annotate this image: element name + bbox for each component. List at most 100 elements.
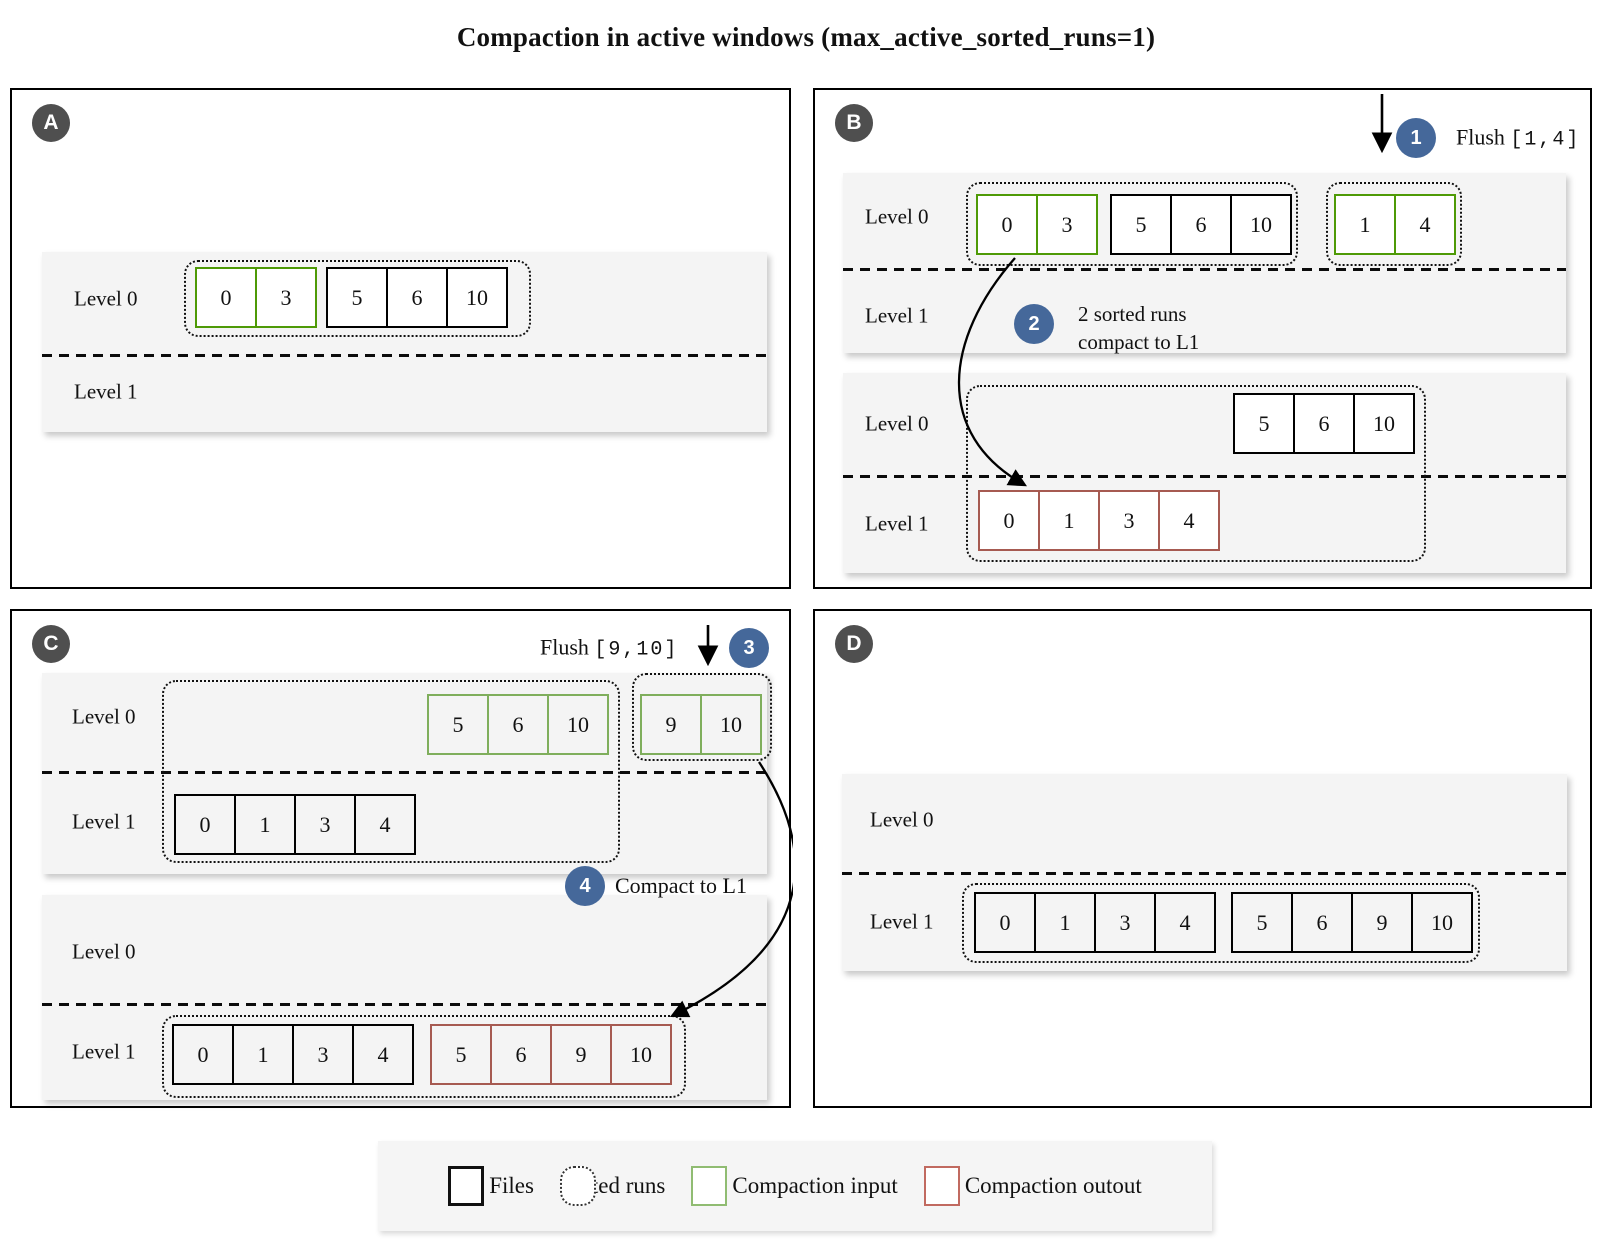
compaction-input-swatch-icon — [691, 1166, 728, 1206]
file-cell: 5 — [1258, 410, 1270, 436]
file-run-compaction-input: 0 3 — [976, 194, 1098, 255]
level0-label: Level 0 — [865, 204, 929, 229]
sorted-run-outline — [632, 673, 772, 761]
flush-label: Flush — [1456, 124, 1505, 150]
sorted-run-outline — [162, 1015, 686, 1098]
file-cell: 6 — [1291, 894, 1351, 951]
file-cell: 6 — [386, 269, 446, 326]
level0-label: Level 0 — [72, 704, 136, 729]
flush-annotation: Flush [9,10] — [540, 635, 678, 662]
file-cell: 5 — [1256, 909, 1268, 935]
file-cell: 10 — [547, 696, 607, 753]
file-cell: 3 — [1094, 894, 1154, 951]
file-cell: 6 — [490, 1026, 550, 1083]
file-cell: 5 — [351, 284, 363, 310]
step-4-circle: 4 — [565, 866, 605, 906]
file-cell: 5 — [452, 711, 464, 737]
level-divider — [842, 872, 1567, 875]
file-cell: 0 — [199, 811, 211, 837]
panel-a-badge: A — [32, 104, 70, 142]
file-cell: 0 — [197, 1041, 209, 1067]
file-cell: 0 — [999, 909, 1011, 935]
file-cell: 9 — [1351, 894, 1411, 951]
compact-annotation-line1: 2 sorted runs — [1078, 302, 1187, 326]
step-1-circle: 1 — [1396, 118, 1436, 158]
file-cell: 9 — [550, 1026, 610, 1083]
file-cell: 1 — [234, 796, 294, 853]
file-run-compaction-input: 5 6 10 — [427, 694, 609, 755]
flush-annotation: Flush [1,4] — [1456, 125, 1580, 152]
legend-item-compaction-output: Compaction outout — [923, 1166, 1142, 1206]
level0-label: Level 0 — [74, 286, 138, 311]
level1-label: Level 1 — [870, 909, 934, 934]
level1-label: Level 1 — [865, 511, 929, 536]
level1-label: Level 1 — [72, 809, 136, 834]
sorted-run-outline — [962, 883, 1480, 963]
file-cell: 4 — [352, 1026, 412, 1083]
file-cell: 4 — [1154, 894, 1214, 951]
file-cell: 4 — [1394, 196, 1454, 253]
file-cell: 6 — [487, 696, 547, 753]
file-run: 0 1 3 4 — [974, 892, 1216, 953]
level-divider — [42, 771, 767, 774]
file-cell: 4 — [354, 796, 414, 853]
sorted-run-outline — [966, 182, 1298, 266]
file-cell: 0 — [1003, 507, 1015, 533]
panel-b-badge: B — [835, 104, 873, 142]
level1-label: Level 1 — [72, 1039, 136, 1064]
file-cell: 1 — [1359, 211, 1371, 237]
flush-label: Flush — [540, 634, 589, 660]
file-cell: 3 — [292, 1026, 352, 1083]
file-cell: 1 — [1034, 894, 1094, 951]
compaction-output-swatch-icon — [923, 1166, 960, 1206]
file-cell: 10 — [446, 269, 506, 326]
files-swatch-icon — [448, 1166, 485, 1206]
compact-annotation-line2: compact to L1 — [1078, 330, 1200, 354]
level0-label: Level 0 — [865, 411, 929, 436]
sorted-run-outline — [1326, 182, 1462, 266]
file-run: 5 6 10 — [326, 267, 508, 328]
flush-range: [9,10] — [594, 638, 679, 662]
sorted-run-outline — [184, 260, 531, 337]
file-cell: 3 — [294, 796, 354, 853]
page-title: Compaction in active windows (max_active… — [456, 22, 1156, 52]
file-run: 5 6 9 10 — [1231, 892, 1473, 953]
legend-item-sorted-runs: Sorted runs — [559, 1166, 665, 1206]
legend-label: Compaction input — [732, 1173, 898, 1198]
file-cell: 4 — [1158, 492, 1218, 549]
panel-c: C Flush [9,10] 3 Level 0 Level 1 5 6 10 … — [10, 609, 793, 1108]
compact-annotation: 2 sorted runs compact to L1 — [1078, 300, 1199, 356]
level-divider — [843, 268, 1566, 271]
step-3-circle: 3 — [729, 628, 769, 668]
file-cell: 1 — [1038, 492, 1098, 549]
file-run-compaction-output: 0 1 3 4 — [978, 490, 1220, 551]
flush-range: [1,4] — [1510, 128, 1581, 152]
file-cell: 9 — [665, 711, 677, 737]
file-run: 5 6 10 — [1233, 393, 1415, 454]
panel-a: A Level 0 Level 1 0 3 5 6 10 — [10, 88, 791, 589]
panel-b: B 1 Flush [1,4] Level 0 Level 1 0 3 5 6 … — [813, 88, 1592, 589]
file-cell: 10 — [1411, 894, 1471, 951]
file-run-flushed: 9 10 — [640, 694, 762, 755]
file-cell: 3 — [255, 269, 315, 326]
step-2-circle: 2 — [1014, 304, 1054, 344]
file-run-flushed: 1 4 — [1334, 194, 1456, 255]
file-cell: 10 — [1353, 395, 1413, 452]
panel-d: D Level 0 Level 1 0 1 3 4 5 6 9 10 — [813, 609, 1592, 1108]
file-run: 5 6 10 — [1110, 194, 1292, 255]
sorted-runs-swatch-icon — [559, 1166, 596, 1206]
legend: Files Sorted runs Compaction input Compa… — [378, 1141, 1212, 1231]
panel-c-badge: C — [32, 625, 70, 663]
file-cell: 10 — [700, 696, 760, 753]
level0-label: Level 0 — [870, 807, 934, 832]
file-cell: 3 — [1098, 492, 1158, 549]
compact-annotation: Compact to L1 — [615, 873, 747, 898]
file-cell: 10 — [1230, 196, 1290, 253]
panel-d-badge: D — [835, 625, 873, 663]
level-divider — [843, 475, 1566, 478]
legend-item-files: Files — [448, 1166, 534, 1206]
file-run: 0 1 3 4 — [174, 794, 416, 855]
file-cell: 3 — [1036, 196, 1096, 253]
level0-label: Level 0 — [72, 939, 136, 964]
